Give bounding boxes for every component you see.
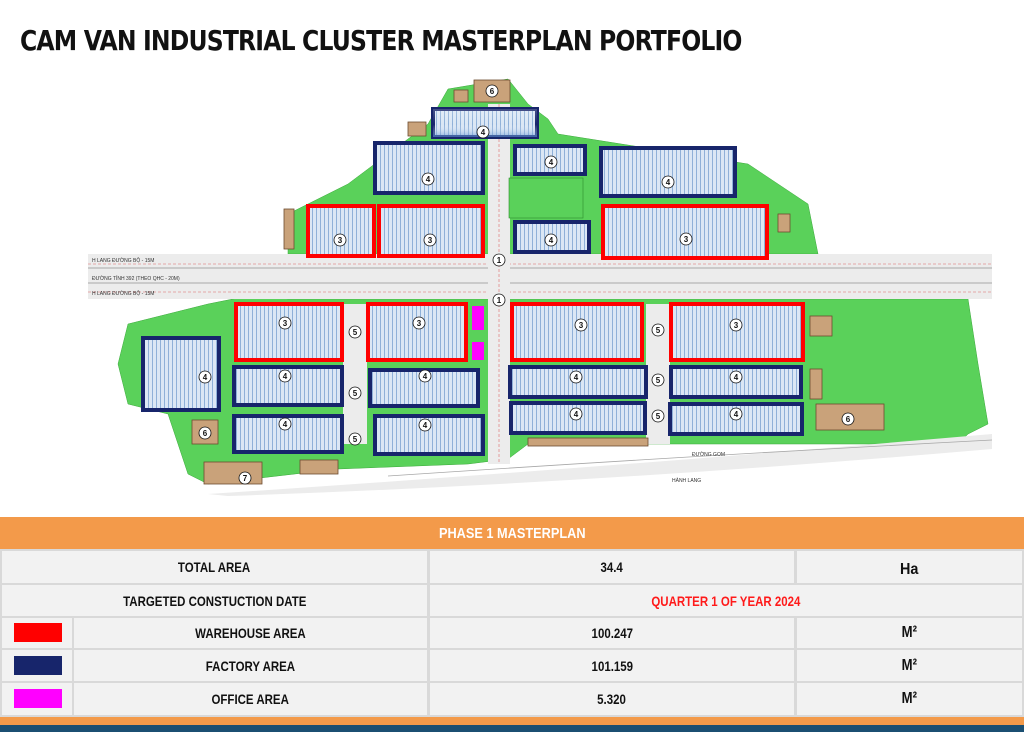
svg-text:5: 5	[656, 376, 661, 385]
svg-text:3: 3	[338, 236, 343, 245]
construction-label: TARGETED CONSTUCTION DATE	[122, 592, 307, 609]
road-label-4: ĐƯỜNG GOM	[692, 451, 725, 458]
factory-value: 101.159	[591, 657, 633, 674]
warehouse-value-cell: 100.247	[430, 618, 794, 648]
warehouse-value: 100.247	[591, 625, 633, 641]
office-swatch-cell	[2, 683, 72, 715]
total-area-unit: Ha	[900, 561, 919, 578]
svg-text:4: 4	[203, 373, 208, 382]
factory-swatch-cell	[2, 650, 72, 681]
svg-text:4: 4	[734, 410, 739, 419]
road-label-3: H LANG ĐƯỜNG BỘ - 15M	[92, 290, 154, 297]
svg-text:4: 4	[549, 236, 554, 245]
svg-text:4: 4	[283, 420, 288, 429]
factory-label-cell: FACTORY AREA	[74, 650, 427, 681]
construction-label-cell: TARGETED CONSTUCTION DATE	[2, 585, 427, 616]
road-label-1: H LANG ĐƯỜNG BỘ - 15M	[92, 257, 154, 264]
office-value-cell: 5.320	[430, 683, 794, 715]
office-unit-cell: M²	[797, 683, 1022, 715]
svg-text:6: 6	[490, 87, 495, 96]
footer-blue-band	[0, 725, 1024, 732]
svg-text:4: 4	[734, 373, 739, 382]
office-label-cell: OFFICE AREA	[74, 683, 427, 715]
svg-text:4: 4	[283, 372, 288, 381]
warehouse-unit-cell: M²	[797, 618, 1022, 648]
warehouse-unit: M²	[901, 624, 918, 641]
office-value: 5.320	[597, 691, 627, 707]
svg-text:3: 3	[734, 321, 739, 330]
total-area-unit-cell: Ha	[797, 551, 1022, 583]
total-area-value: 34.4	[600, 559, 624, 575]
office-legend-swatch	[14, 689, 62, 708]
warehouse-legend-swatch	[14, 623, 62, 642]
svg-text:3: 3	[684, 235, 689, 244]
lot-badges: 6 4 4 4 4 4 3 3 3 1 1 3 3 3 3 5 5 4 4 4 …	[198, 84, 855, 485]
summary-table: TOTAL AREA 34.4 Ha TARGETED CONSTUCTION …	[0, 549, 1024, 717]
warehouse-label: WAREHOUSE AREA	[195, 625, 306, 641]
masterplan-map: H LANG ĐƯỜNG BỘ - 15M ĐƯỜNG TỈNH 392 (TH…	[88, 78, 992, 496]
construction-value: QUARTER 1 OF YEAR 2024	[651, 592, 801, 609]
svg-text:1: 1	[497, 296, 502, 305]
office-buildings	[472, 306, 484, 360]
svg-text:6: 6	[846, 415, 851, 424]
svg-text:1: 1	[497, 256, 502, 265]
svg-text:5: 5	[353, 435, 358, 444]
svg-text:5: 5	[656, 412, 661, 421]
svg-text:4: 4	[426, 175, 431, 184]
warehouse-label-cell: WAREHOUSE AREA	[74, 618, 427, 648]
office-unit: M²	[901, 690, 918, 707]
total-area-label-cell: TOTAL AREA	[2, 551, 427, 583]
svg-text:4: 4	[423, 421, 428, 430]
road-label-2: ĐƯỜNG TỈNH 392 (THEO QHC - 20M)	[92, 275, 180, 282]
green-courtyard	[508, 177, 584, 219]
svg-text:5: 5	[656, 326, 661, 335]
svg-text:4: 4	[574, 373, 579, 382]
svg-text:3: 3	[428, 236, 433, 245]
svg-text:4: 4	[666, 178, 671, 187]
total-area-value-cell: 34.4	[430, 551, 794, 583]
factory-legend-swatch	[14, 656, 62, 675]
svg-text:3: 3	[579, 321, 584, 330]
construction-value-cell: QUARTER 1 OF YEAR 2024	[430, 585, 1022, 616]
svg-text:3: 3	[283, 319, 288, 328]
phase-header: PHASE 1 MASTERPLAN	[0, 517, 1024, 549]
svg-text:3: 3	[417, 319, 422, 328]
roads	[88, 104, 992, 496]
svg-text:6: 6	[203, 429, 208, 438]
svg-text:4: 4	[549, 158, 554, 167]
factory-value-cell: 101.159	[430, 650, 794, 681]
factory-unit: M²	[901, 656, 918, 674]
footer-orange-band	[0, 717, 1024, 725]
road-label-5: HÀNH LANG	[672, 477, 701, 484]
phase-title: PHASE 1 MASTERPLAN	[438, 524, 586, 542]
svg-text:5: 5	[353, 328, 358, 337]
warehouse-buildings	[234, 204, 805, 362]
svg-text:4: 4	[574, 410, 579, 419]
svg-text:4: 4	[481, 128, 486, 137]
warehouse-swatch-cell	[2, 618, 72, 648]
svg-text:7: 7	[243, 474, 248, 483]
factory-unit-cell: M²	[797, 650, 1022, 681]
total-area-label: TOTAL AREA	[178, 559, 251, 575]
factory-label: FACTORY AREA	[205, 657, 296, 674]
office-label: OFFICE AREA	[211, 691, 290, 707]
page-title: CAM VAN INDUSTRIAL CLUSTER MASTERPLAN PO…	[20, 24, 742, 57]
svg-text:4: 4	[423, 372, 428, 381]
svg-text:5: 5	[353, 389, 358, 398]
service-buildings	[191, 79, 885, 485]
